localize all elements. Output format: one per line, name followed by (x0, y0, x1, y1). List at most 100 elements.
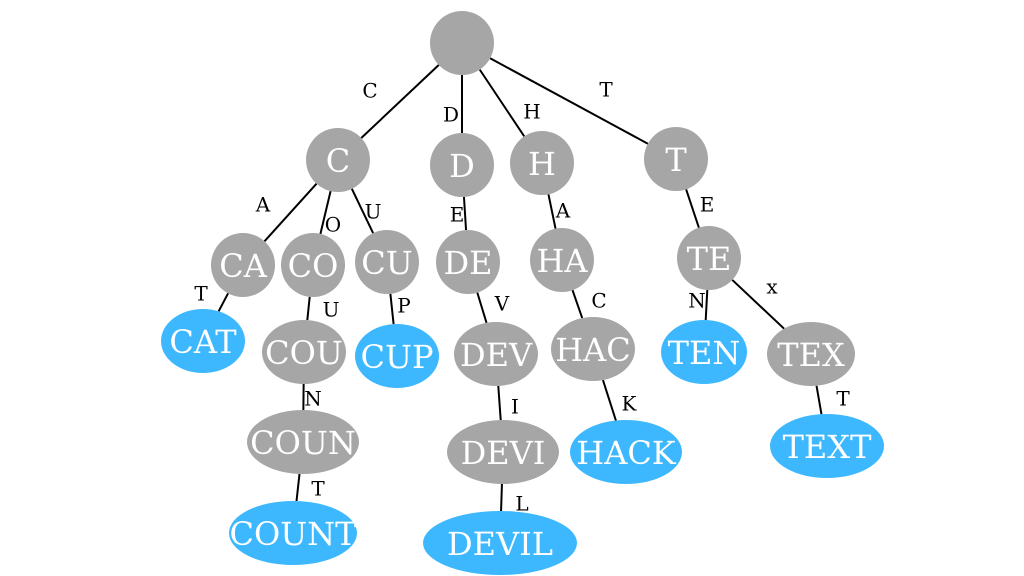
trie-word-node: TEXT (770, 414, 884, 478)
node-shape (229, 501, 357, 565)
node-shape (355, 230, 419, 294)
trie-edge-c-cu (350, 188, 375, 234)
trie-word-node: TEN (661, 320, 747, 384)
edge-label: T (311, 477, 325, 501)
edge-label: E (700, 193, 715, 217)
edge-label: U (365, 200, 382, 224)
node-shape (661, 320, 747, 384)
node-label: DE (443, 244, 492, 282)
trie-edge-h-ha (547, 194, 557, 229)
node-label: TEN (668, 334, 741, 372)
edge-label: P (397, 294, 410, 318)
trie-edge-c-ca (263, 183, 318, 242)
edge-label: L (515, 492, 528, 516)
trie-word-node: CUP (355, 324, 439, 388)
trie-edge-ca-cat (217, 292, 229, 312)
node-shape (423, 511, 577, 575)
node-shape (436, 230, 500, 294)
node-label: TEX (777, 336, 845, 374)
edge-label: N (688, 289, 706, 313)
node-shape (570, 420, 682, 484)
trie-edge-root-c (360, 64, 440, 139)
trie-edge-devi-devil (500, 483, 503, 512)
edge-label: A (555, 199, 571, 223)
edge-label: x (766, 275, 778, 299)
trie-node: CU (355, 230, 419, 294)
node-label: CAT (169, 323, 237, 361)
node-shape (247, 410, 359, 474)
trie-edge-hac-hack (602, 379, 617, 421)
trie-node: T (644, 127, 708, 191)
trie-edge-root-t (489, 57, 649, 145)
node-label: D (449, 147, 475, 185)
trie-root-node (430, 11, 494, 75)
node-label: COU (265, 334, 343, 372)
node-shape (161, 309, 245, 373)
trie-node: COU (262, 320, 346, 384)
node-shape (211, 233, 275, 297)
trie-word-node: COUNT (229, 501, 357, 565)
edge-label: O (325, 213, 341, 237)
node-shape (355, 324, 439, 388)
edge-label: T (194, 282, 208, 306)
edges-layer (217, 57, 823, 512)
node-label: HAC (555, 331, 631, 369)
node-label: HA (536, 242, 588, 280)
node-label: CUP (361, 338, 434, 376)
node-label: C (326, 142, 350, 180)
node-label: TEXT (783, 428, 872, 466)
trie-node: COUN (247, 410, 359, 474)
trie-node: TEX (767, 322, 855, 386)
node-label: H (528, 145, 556, 183)
node-shape (447, 420, 559, 484)
trie-edge-te-tex (731, 279, 785, 330)
node-shape (281, 233, 345, 297)
node-shape (430, 133, 494, 197)
trie-node: D (430, 133, 494, 197)
trie-node: TE (677, 226, 741, 290)
trie-edge-root-h (478, 69, 526, 137)
node-label: DEV (460, 336, 533, 374)
trie-node: DE (436, 230, 500, 294)
trie-node: CA (211, 233, 275, 297)
edge-label: H (523, 100, 540, 124)
edge-label: U (323, 298, 340, 322)
node-shape (644, 127, 708, 191)
trie-edge-t-te (685, 189, 700, 228)
edge-label: C (362, 79, 377, 103)
trie-node: HAC (551, 317, 635, 381)
edge-label: D (443, 103, 459, 127)
edge-label: K (622, 392, 638, 416)
node-label: TE (687, 240, 732, 278)
trie-node: H (510, 131, 574, 195)
trie-edge-coun-count (295, 473, 301, 502)
trie-word-node: HACK (570, 420, 682, 484)
node-label: DEVIL (447, 525, 553, 563)
node-shape (767, 322, 855, 386)
edge-label: E (450, 203, 465, 227)
node-label: CO (288, 247, 339, 285)
node-shape (530, 228, 594, 292)
trie-edge-de-dev (476, 292, 488, 324)
trie-word-node: DEVIL (423, 511, 577, 575)
edge-label: A (255, 193, 271, 217)
node-label: COUNT (229, 515, 357, 553)
edge-label: T (599, 78, 613, 102)
edge-label: N (304, 387, 322, 411)
node-shape (454, 322, 538, 386)
edge-label: I (511, 395, 519, 419)
trie-edge-te-ten (704, 289, 709, 321)
node-label: T (665, 141, 687, 179)
node-shape (306, 128, 370, 192)
trie-node: DEVI (447, 420, 559, 484)
trie-edge-c-co (319, 190, 332, 235)
node-shape (510, 131, 574, 195)
trie-node: HA (530, 228, 594, 292)
trie-word-node: CAT (161, 309, 245, 373)
edge-label: T (836, 387, 850, 411)
trie-edge-d-de (462, 196, 468, 231)
trie-node: C (306, 128, 370, 192)
trie-edge-co-cou (306, 296, 311, 321)
edge-label: C (591, 289, 606, 313)
node-shape (770, 414, 884, 478)
